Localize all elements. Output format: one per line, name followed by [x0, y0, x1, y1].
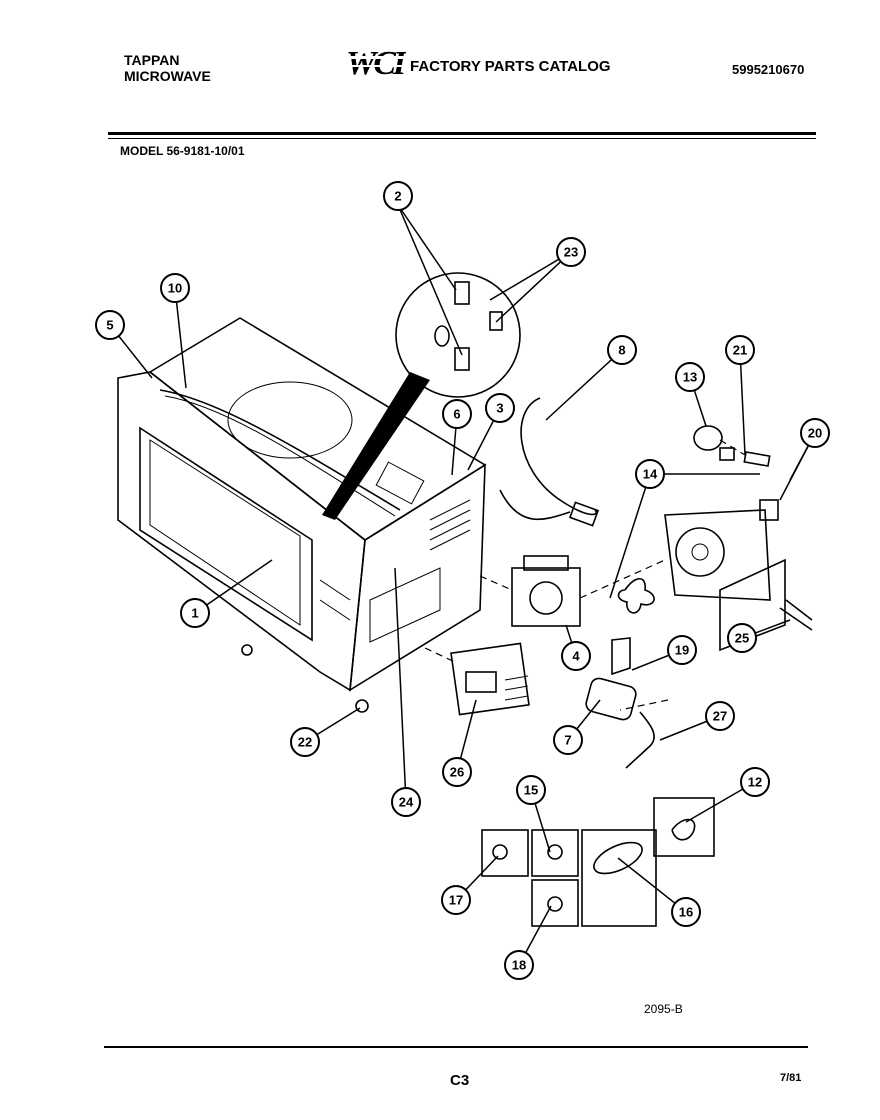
svg-text:10: 10 — [168, 281, 182, 296]
callout-5: 5 — [95, 310, 125, 340]
power-cord — [499, 397, 597, 521]
callout-6: 6 — [442, 399, 472, 429]
callout-15: 15 — [516, 775, 546, 805]
callout-27: 27 — [705, 701, 735, 731]
callout-26: 26 — [442, 757, 472, 787]
callout-16: 16 — [671, 897, 701, 927]
callout-1: 1 — [180, 598, 210, 628]
svg-text:15: 15 — [524, 783, 538, 798]
transformer-drawing — [450, 642, 530, 716]
brand-line-1: TAPPAN — [124, 52, 180, 68]
svg-text:22: 22 — [298, 735, 312, 750]
switch-detail — [322, 272, 521, 520]
callout-7: 7 — [553, 725, 583, 755]
callout-18: 18 — [504, 950, 534, 980]
svg-text:12: 12 — [748, 775, 762, 790]
header-rule — [108, 132, 816, 135]
callout-14: 14 — [635, 459, 665, 489]
svg-text:WCI: WCI — [346, 46, 406, 80]
svg-text:26: 26 — [450, 765, 464, 780]
brand-line-2: MICROWAVE — [124, 68, 211, 84]
assembly-lines — [424, 439, 746, 711]
svg-text:25: 25 — [735, 631, 749, 646]
callout-10: 10 — [160, 273, 190, 303]
svg-text:8: 8 — [618, 343, 625, 358]
svg-text:13: 13 — [683, 370, 697, 385]
svg-text:17: 17 — [449, 893, 463, 908]
brand-name: TAPPAN MICROWAVE — [124, 52, 211, 84]
footer-rule — [104, 1046, 808, 1048]
page-code: C3 — [450, 1072, 470, 1089]
callout-3: 3 — [485, 393, 515, 423]
callout-20: 20 — [800, 418, 830, 448]
magnetron-drawing — [511, 555, 581, 627]
catalog-title: FACTORY PARTS CATALOG — [410, 58, 611, 75]
svg-text:14: 14 — [643, 467, 658, 482]
callout-24: 24 — [391, 787, 421, 817]
fan-lamp-assembly — [617, 425, 813, 652]
callout-21: 21 — [725, 335, 755, 365]
callout-12: 12 — [740, 767, 770, 797]
callout-8: 8 — [607, 335, 637, 365]
callout-13: 13 — [675, 362, 705, 392]
svg-text:24: 24 — [399, 795, 414, 810]
svg-text:3: 3 — [496, 401, 503, 416]
svg-text:6: 6 — [453, 407, 460, 422]
leader-lines — [109, 204, 816, 966]
svg-text:1: 1 — [191, 606, 198, 621]
page-date: 7/81 — [780, 1072, 802, 1084]
header-rule-thin — [108, 138, 816, 139]
vent-grille — [429, 499, 471, 551]
svg-text:27: 27 — [713, 709, 727, 724]
callout-25: 25 — [727, 623, 757, 653]
callout-19: 19 — [667, 635, 697, 665]
wci-logo: WCI — [344, 46, 406, 80]
svg-text:21: 21 — [733, 343, 747, 358]
callout-4: 4 — [561, 641, 591, 671]
callout-2: 2 — [383, 181, 413, 211]
svg-text:18: 18 — [512, 958, 526, 973]
svg-text:5: 5 — [106, 318, 113, 333]
svg-text:2: 2 — [394, 189, 401, 204]
model-number: MODEL 56-9181-10/01 — [120, 144, 245, 158]
callout-22: 22 — [290, 727, 320, 757]
svg-text:7: 7 — [564, 733, 571, 748]
svg-text:4: 4 — [572, 649, 580, 664]
fastener-22-drawing — [241, 644, 253, 656]
svg-text:23: 23 — [564, 245, 578, 260]
svg-text:19: 19 — [675, 643, 689, 658]
figure-code: 2095-B — [644, 1002, 683, 1016]
callout-23: 23 — [556, 237, 586, 267]
cabinet-drawing — [117, 317, 487, 692]
svg-text:20: 20 — [808, 426, 822, 441]
svg-text:16: 16 — [679, 905, 693, 920]
catalog-part-number: 5995210670 — [732, 62, 805, 77]
capacitor-drawing — [585, 637, 655, 769]
callout-17: 17 — [441, 885, 471, 915]
small-parts-boxes — [481, 797, 715, 927]
